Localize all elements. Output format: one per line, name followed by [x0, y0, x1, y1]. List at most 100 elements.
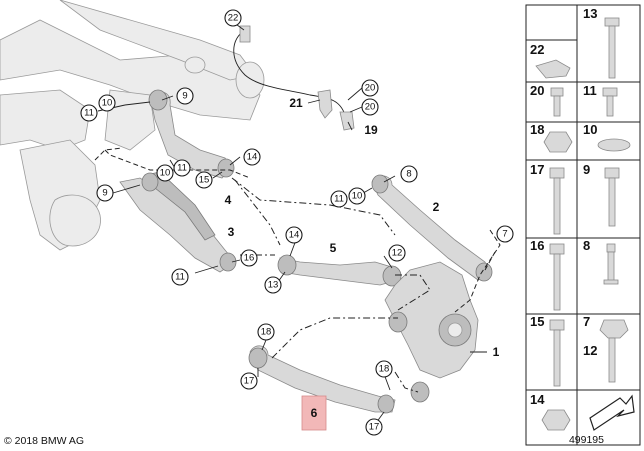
callout-19: 19 [364, 123, 378, 137]
grid-cell-16[interactable]: 16 [530, 238, 565, 311]
callout-4: 4 [225, 193, 232, 207]
svg-text:6: 6 [311, 406, 318, 420]
callout-9-top: 9 [176, 87, 194, 105]
wear-sensor-assembly [232, 21, 363, 131]
grid-cell-20[interactable]: 20 [530, 83, 564, 117]
grid-cell-18[interactable]: 18 [530, 122, 573, 153]
callout-11-right: 11 [330, 190, 348, 208]
svg-text:3: 3 [228, 225, 235, 239]
svg-text:21: 21 [289, 96, 303, 110]
callout-11-mid: 11 [173, 159, 191, 177]
svg-text:18: 18 [261, 327, 272, 338]
svg-text:9: 9 [182, 91, 187, 102]
svg-text:18: 18 [530, 122, 544, 137]
svg-text:10: 10 [102, 98, 113, 109]
callout-10-right: 10 [348, 187, 366, 205]
grid-cell-22[interactable]: 22 [530, 42, 571, 79]
diagram-number: 499195 [569, 434, 604, 446]
callout-13: 13 [264, 276, 282, 294]
callout-3: 3 [228, 225, 235, 239]
callout-6-highlight[interactable]: 6 [301, 395, 327, 431]
control-arm-part-3 [119, 171, 237, 273]
callout-20-lower: 20 [361, 98, 379, 116]
callout-14-upper: 14 [243, 148, 261, 166]
callout-10-top: 10 [98, 94, 116, 112]
rear-axle-carrier [0, 0, 265, 251]
hardware-grid [525, 4, 641, 446]
svg-text:17: 17 [244, 376, 255, 387]
grid-cell-9[interactable]: 9 [583, 162, 620, 227]
svg-text:12: 12 [392, 248, 403, 259]
svg-text:12: 12 [583, 343, 597, 358]
svg-text:2: 2 [433, 200, 440, 214]
svg-text:22: 22 [228, 13, 239, 24]
svg-text:14: 14 [289, 230, 300, 241]
grid-cell-12[interactable]: 12 [583, 337, 616, 383]
callout-21: 21 [289, 96, 303, 110]
callout-8: 8 [400, 165, 418, 183]
callout-20-upper: 20 [361, 79, 379, 97]
callout-17-left: 17 [240, 372, 258, 390]
svg-text:15: 15 [530, 314, 544, 329]
navigation-arrow-icon[interactable] [589, 394, 635, 431]
svg-text:11: 11 [177, 163, 187, 174]
callout-18-right: 18 [375, 360, 393, 378]
grid-cell-8[interactable]: 8 [583, 238, 619, 285]
svg-text:1: 1 [493, 345, 500, 359]
copyright-text: © 2018 BMW AG [4, 435, 84, 447]
callout-5: 5 [330, 241, 337, 255]
svg-text:20: 20 [365, 83, 376, 94]
svg-text:16: 16 [244, 253, 255, 264]
svg-text:18: 18 [379, 364, 390, 375]
svg-text:7: 7 [583, 314, 590, 329]
callout-10-mid: 10 [156, 164, 174, 182]
svg-text:4: 4 [225, 193, 232, 207]
callout-15-upper: 15 [195, 171, 213, 189]
track-rod-part-5 [277, 254, 402, 287]
callout-2: 2 [433, 200, 440, 214]
callout-1: 1 [493, 345, 500, 359]
svg-text:20: 20 [365, 102, 376, 113]
wheel-carrier-part-1 [384, 261, 479, 403]
grid-cell-17[interactable]: 17 [530, 162, 565, 235]
grid-cell-10[interactable]: 10 [583, 122, 631, 152]
svg-text:7: 7 [502, 229, 507, 240]
grid-cell-11[interactable]: 11 [583, 83, 618, 117]
callout-22-sensor: 22 [224, 9, 242, 27]
callout-7: 7 [496, 225, 514, 243]
svg-text:19: 19 [364, 123, 378, 137]
grid-cell-7[interactable]: 7 [583, 314, 629, 339]
grid-cell-13[interactable]: 13 [583, 6, 620, 79]
svg-text:16: 16 [530, 238, 544, 253]
control-arm-part-6 [248, 345, 396, 414]
callout-9-left: 9 [96, 184, 114, 202]
svg-text:11: 11 [84, 108, 94, 119]
callout-14-lower: 14 [285, 226, 303, 244]
svg-text:13: 13 [268, 280, 279, 291]
svg-text:9: 9 [102, 188, 107, 199]
callout-17-right: 17 [365, 418, 383, 436]
svg-text:17: 17 [369, 422, 380, 433]
svg-text:20: 20 [530, 83, 544, 98]
callout-11-lower: 11 [171, 268, 189, 286]
grid-cell-15[interactable]: 15 [530, 314, 565, 387]
svg-text:14: 14 [530, 392, 545, 407]
svg-text:13: 13 [583, 6, 597, 21]
svg-text:14: 14 [247, 152, 258, 163]
svg-text:10: 10 [160, 168, 171, 179]
svg-text:22: 22 [530, 42, 544, 57]
svg-text:8: 8 [406, 169, 411, 180]
svg-text:8: 8 [583, 238, 590, 253]
callout-18-left: 18 [257, 323, 275, 341]
svg-text:15: 15 [199, 175, 210, 186]
svg-text:11: 11 [175, 272, 185, 283]
callout-16: 16 [240, 249, 258, 267]
callout-12: 12 [388, 244, 406, 262]
callout-11-top: 11 [80, 104, 98, 122]
svg-text:10: 10 [583, 122, 597, 137]
svg-text:11: 11 [334, 194, 344, 205]
grid-cell-14[interactable]: 14 [530, 392, 571, 431]
control-arm-part-2 [371, 174, 493, 282]
svg-text:9: 9 [583, 162, 590, 177]
